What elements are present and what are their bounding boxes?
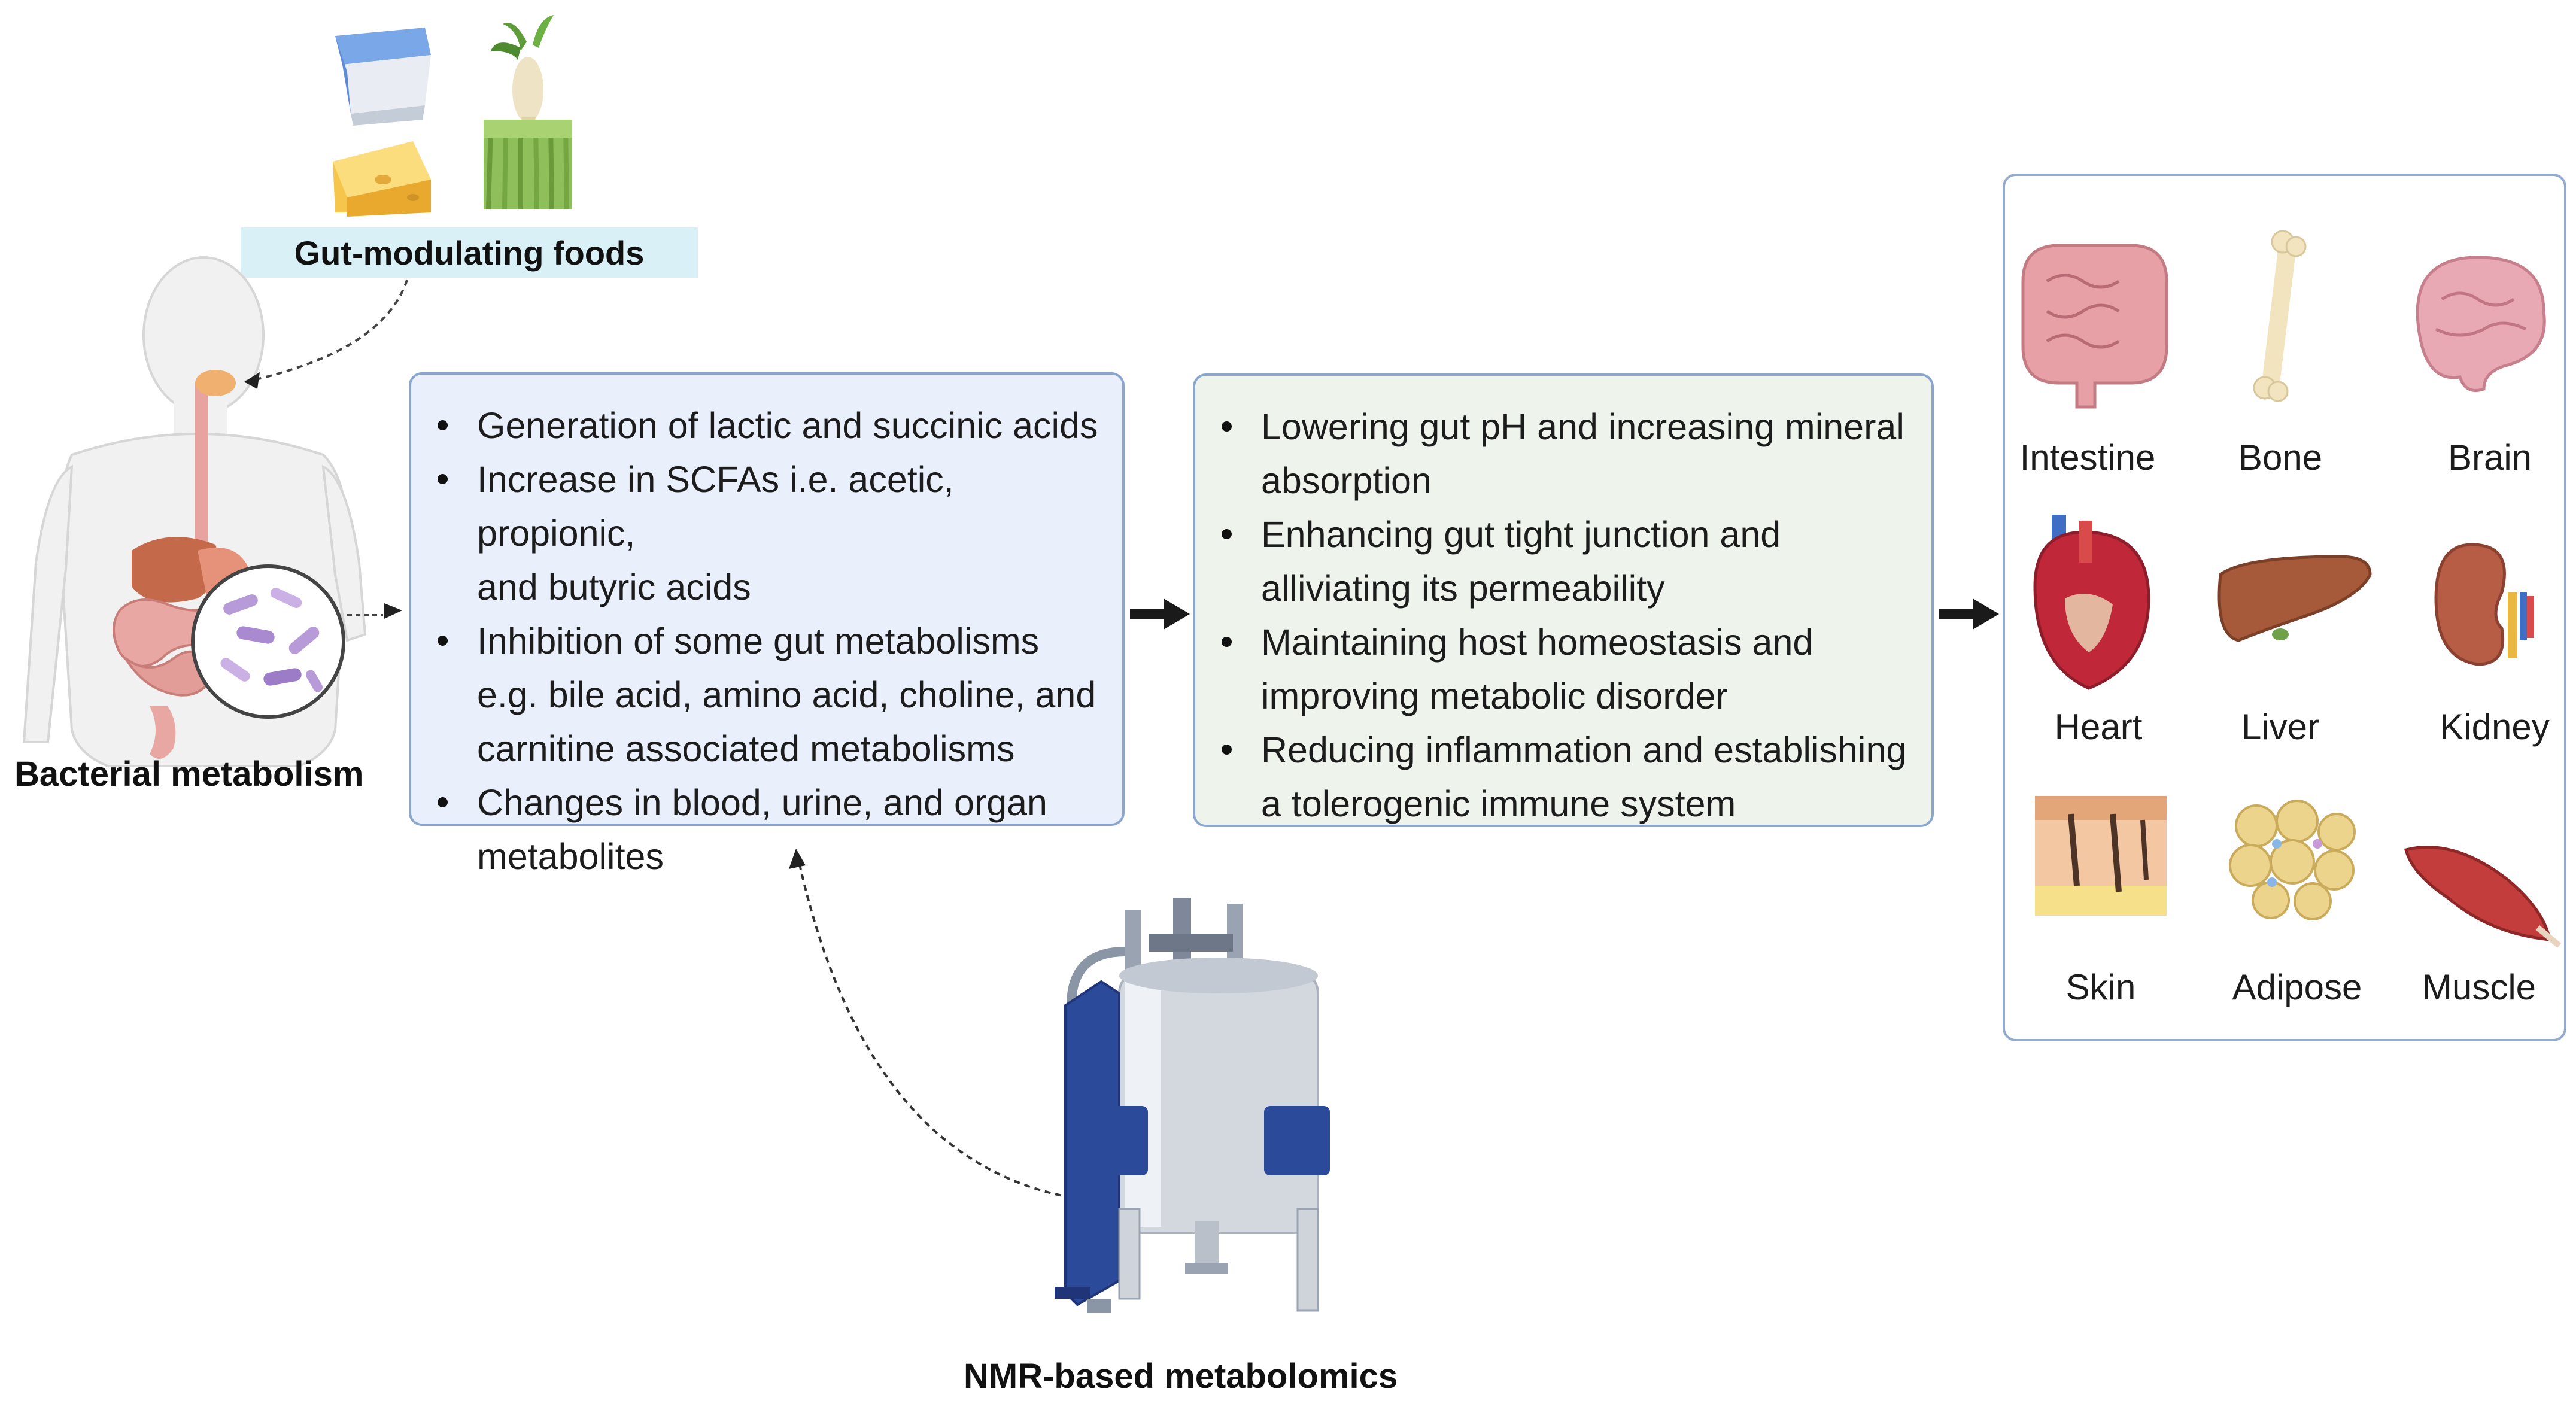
organ-label-bone: Bone	[2238, 437, 2323, 478]
bacterial-metabolism-label: Bacterial metabolism	[14, 755, 364, 794]
mechanism-item-line: Increase in SCFAs i.e. acetic, propionic…	[477, 459, 954, 554]
arrow-mechanisms-to-effects	[1130, 598, 1190, 630]
mechanism-item-line: Inhibition of some gut metabolisms	[477, 621, 1040, 661]
arrow-effects-to-organs	[1939, 598, 1999, 630]
mechanism-item: Changes in blood, urine, and organ metabo…	[411, 776, 1122, 883]
effect-item-line: a tolerogenic immune system	[1261, 783, 1736, 824]
organ-label-muscle: Muscle	[2422, 967, 2536, 1007]
organ-label-skin: Skin	[2065, 967, 2136, 1007]
organ-label-adipose: Adipose	[2232, 967, 2362, 1007]
effect-item-line: Maintaining host homeostasis and	[1261, 622, 1813, 663]
organ-label-heart: Heart	[2054, 707, 2143, 747]
heart-icon	[2033, 515, 2150, 690]
mechanism-item-line: carnitine associated metabolisms	[477, 728, 1015, 769]
liver-icon	[2217, 555, 2372, 642]
organ-label-liver: Liver	[2241, 707, 2320, 747]
effect-item-line: improving metabolic disorder	[1261, 676, 1728, 716]
mechanism-item-line: Changes in blood, urine, and organ	[477, 782, 1047, 823]
organ-label-intestine: Intestine	[2019, 437, 2156, 478]
effects-box: Lowering gut pH and increasing mineral ab…	[1193, 373, 1934, 827]
effect-item-line: Lowering gut pH and increasing mineral	[1261, 406, 1904, 447]
effect-item-line: absorption	[1261, 460, 1432, 501]
mechanism-item-line: metabolites	[477, 836, 664, 877]
effect-item-line: Enhancing gut tight junction and	[1261, 514, 1781, 555]
adipose-icon	[2229, 800, 2356, 920]
nmr-metabolomics-label: NMR-based metabolomics	[964, 1357, 1398, 1396]
arrow-nmr-to-mechanisms	[789, 849, 1126, 1204]
asparagus-icon	[484, 120, 572, 210]
effect-item-line: alliviating its permeability	[1261, 568, 1665, 609]
mechanism-item: Generation of lactic and succinic acids	[411, 399, 1122, 452]
organ-label-kidney: Kidney	[2440, 707, 2550, 747]
mechanism-item: Increase in SCFAs i.e. acetic, propionic…	[411, 452, 1122, 614]
mechanism-item: Inhibition of some gut metabolisms e.g. b…	[411, 614, 1122, 776]
effect-item: Maintaining host homeostasis and improvin…	[1195, 615, 1931, 723]
foods-label: Gut-modulating foods	[241, 227, 698, 278]
yogurt-icon	[335, 28, 431, 126]
mechanism-item-line: e.g. bile acid, amino acid, choline, and	[477, 674, 1096, 715]
effect-item-line: Reducing inflammation and establishing	[1261, 730, 1907, 770]
cheese-icon	[333, 141, 431, 217]
intestine-icon	[2021, 244, 2168, 409]
bone-icon	[2253, 230, 2307, 402]
organ-label-brain: Brain	[2447, 437, 2532, 478]
bacteria-magnifier-icon	[191, 564, 345, 719]
mechanism-item-line: Generation of lactic and succinic acids	[477, 405, 1098, 446]
kidney-icon	[2434, 543, 2534, 666]
brain-icon	[2416, 256, 2546, 392]
skin-icon	[2035, 796, 2167, 916]
effect-item: Lowering gut pH and increasing mineral ab…	[1195, 400, 1931, 508]
mechanism-item-line: and butyric acids	[477, 567, 751, 607]
effect-item: Reducing inflammation and establishing a …	[1195, 723, 1931, 831]
effects-list: Lowering gut pH and increasing mineral ab…	[1195, 400, 1931, 831]
effect-item: Enhancing gut tight junction and alliviat…	[1195, 508, 1931, 615]
muscle-icon	[2404, 846, 2562, 948]
